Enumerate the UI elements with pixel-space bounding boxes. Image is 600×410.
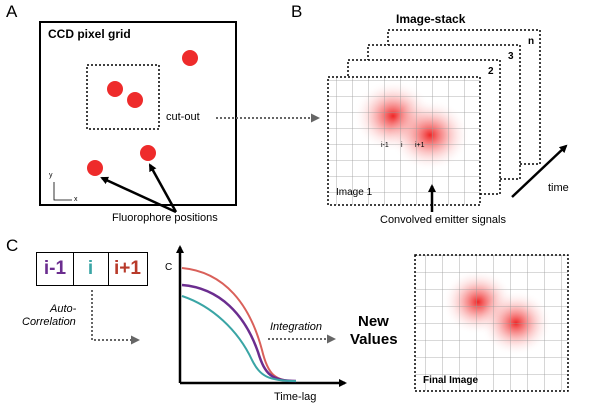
layer-label-n: n [528, 36, 535, 47]
image-1-label: Image 1 [336, 187, 373, 198]
fluorophore-dot [182, 50, 198, 66]
fluorophore-label: Fluorophore positions [112, 212, 218, 224]
c-axis-label: C [165, 262, 173, 273]
cutout-label: cut-out [166, 111, 200, 123]
seq-cell-i: i [73, 252, 109, 286]
time-lag-label: Time-lag [274, 391, 317, 403]
mini-axes [53, 182, 72, 201]
emitter-label: Convolved emitter signals [380, 214, 506, 226]
seq-cell-i-plus-1: i+1 [108, 252, 148, 286]
final-image-border [414, 254, 569, 392]
autocorr-label-1: Auto- [50, 303, 77, 315]
fluorophore-dot [140, 145, 156, 161]
pixel-label-i: i [401, 142, 403, 149]
integration-label: Integration [270, 321, 322, 333]
layer-label-2: 2 [488, 66, 494, 77]
fluorophore-dot [127, 92, 143, 108]
image-1-grid [328, 77, 480, 205]
axis-y-label: y [49, 172, 53, 179]
autocorr-label-2: Correlation [22, 316, 76, 328]
autocorr-arrow [91, 290, 140, 345]
final-image-label: Final Image [423, 375, 479, 386]
new-values-line-1: New [358, 313, 389, 330]
panel-a-letter: A [6, 2, 18, 21]
pixel-label-i-plus-1: i+1 [415, 142, 425, 149]
time-arrow [511, 144, 568, 198]
image-1-border [327, 76, 481, 206]
pointer-arrow [148, 163, 178, 213]
ccd-title: CCD pixel grid [48, 27, 131, 41]
ccd-grid-frame [39, 21, 237, 206]
layer-label-3: 3 [508, 51, 514, 62]
curve-i-plus-1 [181, 295, 297, 382]
seq-cell-i-minus-1: i-1 [36, 252, 74, 286]
fluorophore-dot [87, 160, 103, 176]
stack-title: Image-stack [396, 12, 466, 26]
final-image-grid [415, 255, 568, 391]
axis-x-label: x [74, 196, 78, 203]
curve-i [181, 283, 297, 383]
cutout-box [86, 64, 160, 130]
pixel-label-i-minus-1: i-1 [381, 142, 389, 149]
new-values-line-2: Values [350, 331, 398, 348]
time-label: time [548, 182, 569, 194]
pointer-arrow [100, 176, 177, 214]
fluorophore-dot [107, 81, 123, 97]
panel-b-letter: B [291, 2, 303, 21]
panel-c-letter: C [6, 236, 19, 255]
